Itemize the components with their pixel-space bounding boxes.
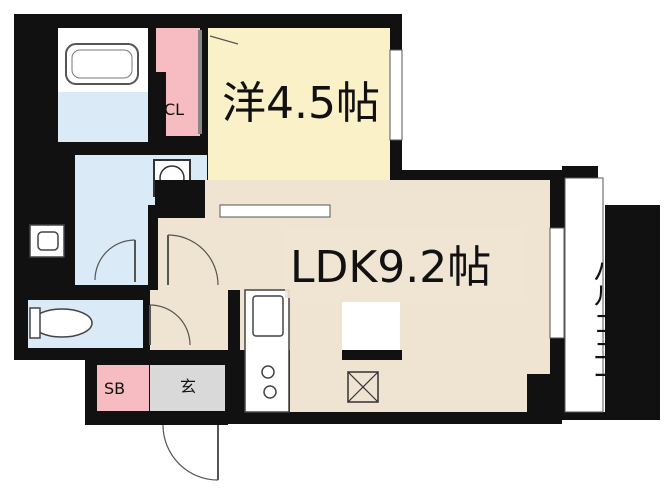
sink-bowl	[37, 231, 59, 251]
ldk-main	[155, 180, 550, 220]
balcony-char-4: ニ	[593, 337, 619, 367]
balcony-char-1: バ	[593, 257, 619, 287]
front-door-arc	[162, 424, 219, 481]
toilet-bowl	[31, 308, 93, 338]
western-room	[208, 28, 390, 204]
western-room-label: 洋4.5帖	[222, 78, 380, 129]
ldk-top-left-cut	[155, 180, 205, 218]
fridge-space	[342, 302, 400, 350]
bath-floor	[58, 92, 148, 142]
floor-hatch-x2	[347, 371, 379, 403]
entrance	[150, 365, 225, 411]
ldk-label-bg	[285, 228, 525, 298]
stove-burner-1	[261, 365, 275, 379]
toilet-tank	[29, 307, 41, 339]
pillar	[342, 350, 402, 360]
hallway	[150, 282, 228, 350]
floor-hatch	[347, 371, 379, 403]
balcony-floor	[564, 177, 604, 413]
entrance-label: 玄	[180, 377, 196, 396]
shoe-box-label: SB	[104, 379, 125, 398]
ldk-room-label: LDK9.2帖	[290, 242, 491, 293]
balcony-char-5: ー	[593, 362, 619, 392]
western-door-line	[209, 35, 239, 45]
shoe-box	[97, 365, 149, 411]
balcony-window	[549, 227, 565, 339]
western-sliding-door	[219, 204, 331, 218]
washroom-door-arc	[94, 239, 136, 281]
sink-basin	[29, 224, 65, 258]
balcony-char-2: ル	[593, 282, 619, 312]
closet	[156, 28, 200, 72]
western-window	[389, 49, 403, 141]
ldk-door-arc	[167, 234, 219, 286]
closet-label: CL	[164, 100, 184, 119]
kitchen-sink	[252, 295, 284, 337]
ldk-left-block	[148, 205, 158, 290]
balcony-char-3: コ	[593, 310, 619, 340]
toilet-door-arc	[149, 304, 191, 346]
closet-lower	[166, 72, 200, 136]
bathtub-inner	[71, 49, 133, 79]
bathtub	[65, 43, 139, 85]
stove-burner-2	[263, 385, 277, 399]
